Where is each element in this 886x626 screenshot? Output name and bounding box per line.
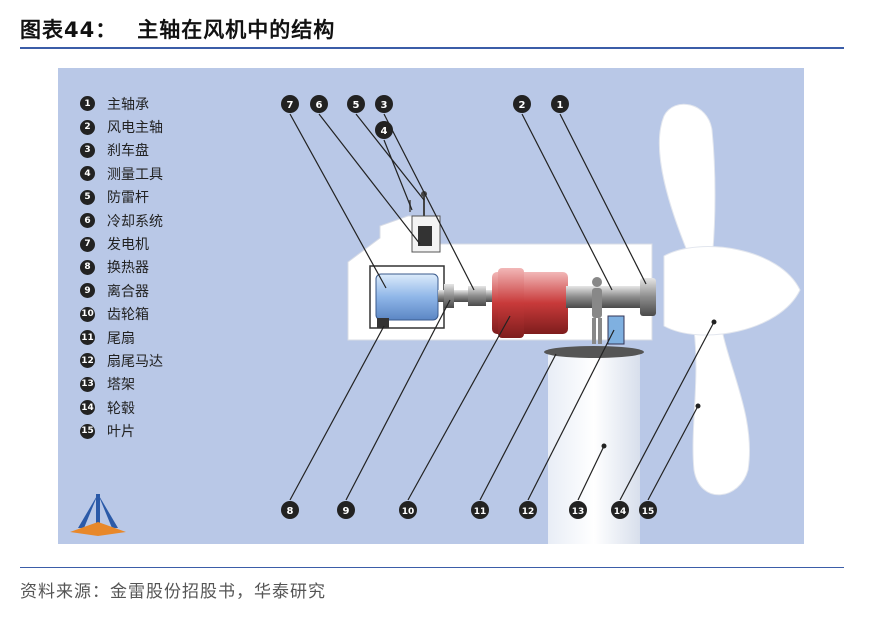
figure-caption: 主轴在风机中的结构 xyxy=(137,18,336,42)
legend-label: 齿轮箱 xyxy=(107,307,149,324)
callout-3: 3 xyxy=(375,95,393,113)
callout-10: 10 xyxy=(399,501,417,519)
legend-badge: 7 xyxy=(80,236,95,252)
legend-label: 尾扇 xyxy=(107,330,135,347)
source-rule xyxy=(20,567,844,568)
legend-item: 4 测量工具 xyxy=(80,162,163,185)
svg-text:6: 6 xyxy=(316,100,323,111)
callout-5: 5 xyxy=(347,95,365,113)
callout-11: 11 xyxy=(471,501,489,519)
callout-2: 2 xyxy=(513,95,531,113)
callout-1: 1 xyxy=(551,95,569,113)
figure-title: 图表44： 主轴在风机中的结构 xyxy=(20,14,335,44)
legend-badge: 5 xyxy=(80,189,95,205)
svg-text:8: 8 xyxy=(287,506,294,517)
legend-badge: 13 xyxy=(80,376,95,392)
callout-4: 4 xyxy=(375,121,393,139)
worker-figure xyxy=(592,277,602,344)
legend-label: 测量工具 xyxy=(107,166,163,183)
legend-badge: 11 xyxy=(80,330,95,346)
yaw-motor xyxy=(607,315,625,345)
legend-label: 冷却系统 xyxy=(107,213,163,230)
legend-badge: 9 xyxy=(80,283,95,299)
title-rule xyxy=(20,47,844,49)
legend-item: 3 刹车盘 xyxy=(80,139,163,162)
legend-badge: 4 xyxy=(80,166,95,182)
legend-item: 1 主轴承 xyxy=(80,92,163,115)
svg-text:10: 10 xyxy=(402,507,415,517)
leader-lines xyxy=(289,113,715,501)
legend-label: 扇尾马达 xyxy=(107,353,163,370)
legend-item: 5 防雷杆 xyxy=(80,186,163,209)
legend-label: 塔架 xyxy=(107,377,135,394)
callout-13: 13 xyxy=(569,501,587,519)
brand-logo xyxy=(70,494,126,536)
svg-text:7: 7 xyxy=(287,100,294,111)
leader-dots xyxy=(601,319,717,449)
svg-text:11: 11 xyxy=(474,507,487,517)
callout-14: 14 xyxy=(611,501,629,519)
legend-label: 刹车盘 xyxy=(107,143,149,160)
heat-exchanger xyxy=(377,318,389,328)
svg-text:9: 9 xyxy=(343,506,350,517)
legend-item: 15 叶片 xyxy=(80,419,163,442)
callout-9: 9 xyxy=(337,501,355,519)
legend-label: 轮毂 xyxy=(107,400,135,417)
svg-text:12: 12 xyxy=(522,507,535,517)
legend-label: 换热器 xyxy=(107,260,149,277)
yaw-bearing xyxy=(544,346,644,358)
legend-label: 发电机 xyxy=(107,237,149,254)
generator xyxy=(375,273,439,321)
legend-badge: 15 xyxy=(80,423,95,439)
svg-text:14: 14 xyxy=(614,507,627,517)
legend-badge: 6 xyxy=(80,213,95,229)
legend-badge: 3 xyxy=(80,142,95,158)
source-note: 资料来源：金雷股份招股书，华泰研究 xyxy=(20,582,326,602)
legend-item: 2 风电主轴 xyxy=(80,115,163,138)
legend-badge: 1 xyxy=(80,96,95,112)
blade-top xyxy=(658,103,716,261)
legend-item: 11 尾扇 xyxy=(80,326,163,349)
legend-item: 9 离合器 xyxy=(80,279,163,302)
legend-item: 8 换热器 xyxy=(80,256,163,279)
callout-6: 6 xyxy=(310,95,328,113)
svg-text:4: 4 xyxy=(381,126,388,137)
legend-label: 主轴承 xyxy=(107,96,149,113)
legend-label: 风电主轴 xyxy=(107,120,163,137)
callout-15: 15 xyxy=(639,501,657,519)
svg-text:2: 2 xyxy=(519,100,526,111)
legend-badge: 8 xyxy=(80,259,95,275)
blade-bottom xyxy=(692,329,750,496)
legend-item: 7 发电机 xyxy=(80,232,163,255)
legend-badge: 14 xyxy=(80,400,95,416)
main-shaft xyxy=(566,286,646,308)
legend-badge: 12 xyxy=(80,353,95,369)
legend-item: 14 轮毂 xyxy=(80,396,163,419)
callout-8: 8 xyxy=(281,501,299,519)
legend-item: 10 齿轮箱 xyxy=(80,303,163,326)
figure-number: 图表44： xyxy=(20,18,118,42)
legend-label: 叶片 xyxy=(107,424,135,441)
callout-12: 12 xyxy=(519,501,537,519)
svg-text:1: 1 xyxy=(557,100,564,111)
legend-item: 12 扇尾马达 xyxy=(80,349,163,372)
legend-item: 13 塔架 xyxy=(80,373,163,396)
svg-text:15: 15 xyxy=(642,507,655,517)
svg-text:3: 3 xyxy=(381,100,388,111)
svg-text:13: 13 xyxy=(572,507,585,517)
legend-badge: 2 xyxy=(80,119,95,135)
legend-label: 离合器 xyxy=(107,283,149,300)
legend-label: 防雷杆 xyxy=(107,190,149,207)
clutch xyxy=(444,284,454,308)
callout-7: 7 xyxy=(281,95,299,113)
legend-badge: 10 xyxy=(80,306,95,322)
main-bearing xyxy=(640,278,656,316)
svg-text:5: 5 xyxy=(353,100,360,111)
hub xyxy=(663,246,801,336)
legend-item: 6 冷却系统 xyxy=(80,209,163,232)
